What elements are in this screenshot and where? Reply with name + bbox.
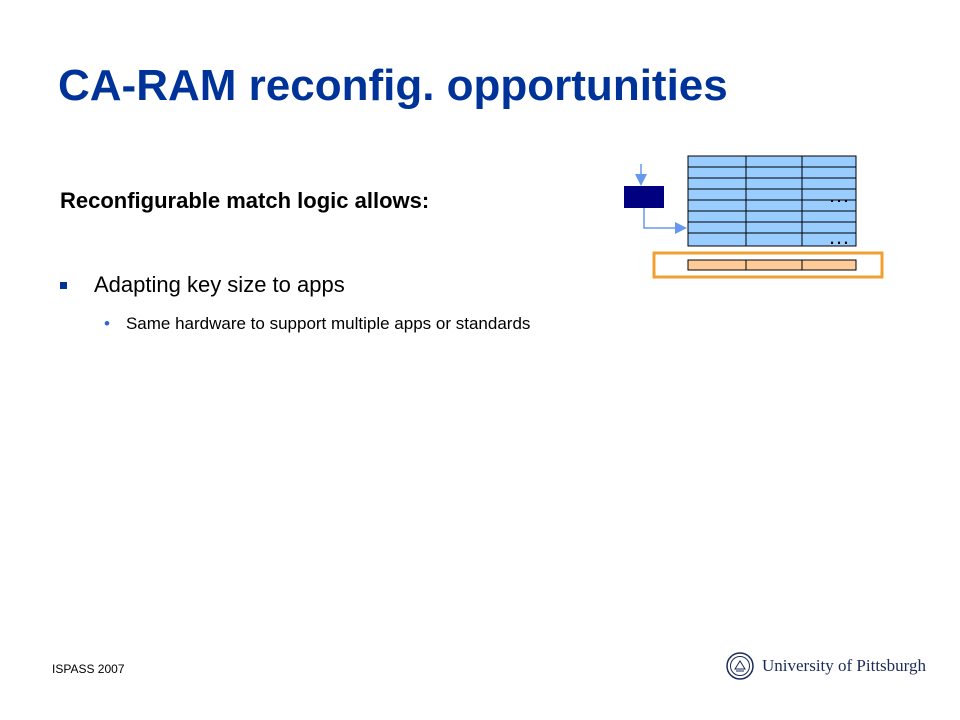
match-row [687, 259, 857, 271]
bullet-text: Adapting key size to apps [94, 272, 345, 297]
bullet-item: Adapting key size to apps [60, 272, 345, 298]
arrow-out [643, 208, 687, 234]
sub-bullet-text: Same hardware to support multiple apps o… [125, 314, 531, 333]
university-logo: University of Pittsburgh [726, 652, 926, 680]
square-bullet-icon [60, 281, 67, 289]
university-name: University of Pittsburgh [762, 656, 927, 675]
sub-bullet-item: • Same hardware to support multiple apps… [104, 314, 530, 334]
ca-ram-diagram-svg: … … [624, 155, 884, 279]
ellipsis-top: … [828, 182, 850, 207]
conference-label: ISPASS 2007 [52, 662, 125, 676]
ca-ram-diagram: … … [600, 140, 900, 295]
university-seal-icon [726, 652, 754, 680]
slide-title: CA-RAM reconfig. opportunities [58, 61, 728, 110]
memory-table [687, 155, 857, 247]
key-block [624, 186, 664, 208]
dot-bullet-icon: • [104, 314, 110, 333]
highlight-box [652, 251, 884, 279]
ellipsis-bottom: … [828, 224, 850, 249]
subheading: Reconfigurable match logic allows: [60, 188, 430, 213]
